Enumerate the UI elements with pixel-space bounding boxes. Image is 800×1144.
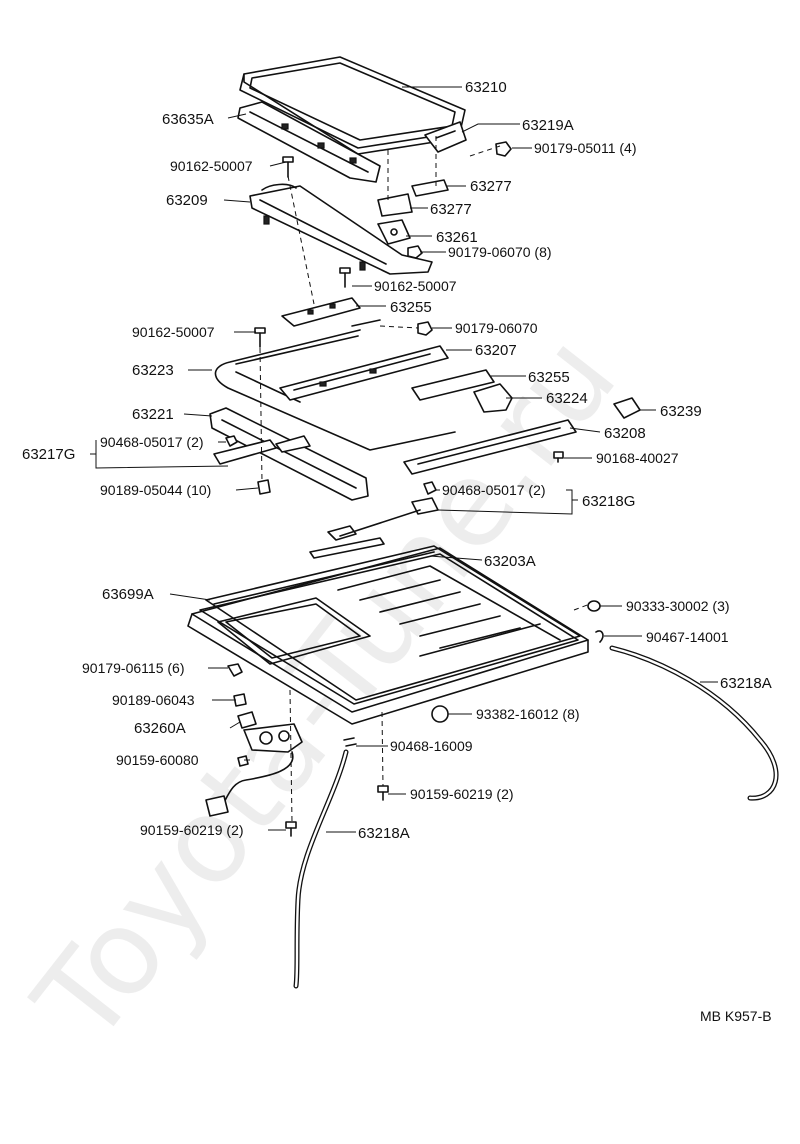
callout-63218A-right: 63218A (720, 675, 772, 692)
nut-90179-06070 (417, 321, 433, 336)
callout-63224: 63224 (546, 390, 588, 407)
bolt-90189-05044 (257, 479, 271, 495)
callout-63260A: 63260A (134, 720, 186, 737)
s-mark (431, 705, 449, 723)
screw-90162-50007-low (254, 327, 266, 348)
seal-strip (309, 537, 385, 559)
assembly-line (379, 325, 419, 329)
screw-90162-50007-mid (339, 267, 351, 288)
plate-63277-a (411, 179, 449, 197)
assembly-line (287, 175, 315, 305)
slider-plate-63255-b (411, 369, 495, 401)
diagram-code: MB K957-B (700, 1008, 772, 1024)
motor-connector (205, 795, 229, 817)
callout-90168-40027: 90168-40027 (596, 450, 679, 466)
callout-90468-05017-left: 90468-05017 (2) (100, 434, 204, 450)
callout-90467-14001: 90467-14001 (646, 629, 729, 645)
callout-63221: 63221 (132, 406, 174, 423)
nut-90179-06070-8 (407, 245, 423, 259)
callout-63277-a: 63277 (470, 178, 512, 195)
bracket-63219A (424, 121, 467, 153)
assembly-line (381, 711, 384, 787)
bolt-90189-06043 (233, 693, 247, 707)
callout-90162-50007-top: 90162-50007 (170, 158, 253, 174)
leader-lines (90, 86, 718, 833)
callout-90179-05011: 90179-05011 (4) (534, 140, 636, 156)
callout-63208: 63208 (604, 425, 646, 442)
callout-63255-a: 63255 (390, 299, 432, 316)
guide-rail-63207 (279, 345, 449, 401)
callout-90159-60219-left: 90159-60219 (2) (140, 822, 244, 838)
plate-63277-b (377, 193, 413, 217)
plug-90333-30002 (587, 600, 601, 612)
rail-63208 (403, 419, 577, 475)
drain-hose-63218A-right (609, 645, 779, 801)
callout-63699A: 63699A (102, 586, 154, 603)
screw-90168-40027 (553, 451, 564, 463)
sunshade-63209 (249, 183, 433, 275)
rail-63221 (209, 407, 369, 501)
callout-93382-16012: 93382-16012 (8) (476, 706, 580, 722)
callout-63210: 63210 (465, 79, 507, 96)
callout-63218A-left: 63218A (358, 825, 410, 842)
callout-90468-16009: 90468-16009 (390, 738, 473, 754)
callout-90179-06070: 90179-06070 (455, 320, 538, 336)
drain-bracket-63218G (327, 497, 439, 541)
motor-63260A (237, 711, 303, 753)
clip-90468-16009 (343, 737, 357, 747)
screw-90159-60080 (237, 755, 249, 767)
watermark-text: Toyota-Tune.ru (8, 310, 643, 1068)
screw-90162-50007-top (282, 156, 294, 178)
callout-63635A: 63635A (162, 111, 214, 128)
nut-90179-05011 (495, 141, 512, 157)
callout-90189-06043: 90189-06043 (112, 692, 195, 708)
callout-90333-30002: 90333-30002 (3) (626, 598, 730, 614)
screw-90159-60219-left (285, 821, 297, 837)
screw-90159-60219-right (377, 785, 389, 801)
callout-63255-b: 63255 (528, 369, 570, 386)
callout-63218G: 63218G (582, 493, 635, 510)
callout-90162-50007-mid: 90162-50007 (374, 278, 457, 294)
callout-63239: 63239 (660, 403, 702, 420)
bracket-63261 (377, 219, 411, 245)
callout-63219A: 63219A (522, 117, 574, 134)
callout-63223: 63223 (132, 362, 174, 379)
callout-90189-05044: 90189-05044 (10) (100, 482, 211, 498)
assembly-line (289, 689, 293, 823)
callout-63217G: 63217G (22, 446, 75, 463)
callout-90468-05017-right: 90468-05017 (2) (442, 482, 546, 498)
drain-hose-63218A-left (293, 749, 349, 989)
clip-90468-05017-left (225, 435, 238, 447)
frame-seal-63699A (205, 545, 581, 701)
callout-90159-60080: 90159-60080 (116, 752, 199, 768)
callout-63209: 63209 (166, 192, 208, 209)
weatherstrip-63635A (237, 101, 381, 183)
callout-63203A: 63203A (484, 553, 536, 570)
callout-90179-06115: 90179-06115 (6) (82, 660, 184, 676)
callout-63277-b: 63277 (430, 201, 472, 218)
callout-90162-50007-low: 90162-50007 (132, 324, 215, 340)
assembly-line (573, 603, 591, 611)
assembly-line (259, 347, 263, 483)
callout-63261: 63261 (436, 229, 478, 246)
motor-wiring (221, 751, 294, 807)
callout-63207: 63207 (475, 342, 517, 359)
assembly-line (469, 145, 501, 157)
clip-90467-14001 (595, 630, 604, 643)
callout-90179-06070-8: 90179-06070 (8) (448, 244, 552, 260)
bracket-63224 (473, 383, 513, 413)
callout-90159-60219-right: 90159-60219 (2) (410, 786, 514, 802)
nut-90179-06115 (227, 663, 243, 677)
slider-plate-63255-a (281, 297, 361, 327)
